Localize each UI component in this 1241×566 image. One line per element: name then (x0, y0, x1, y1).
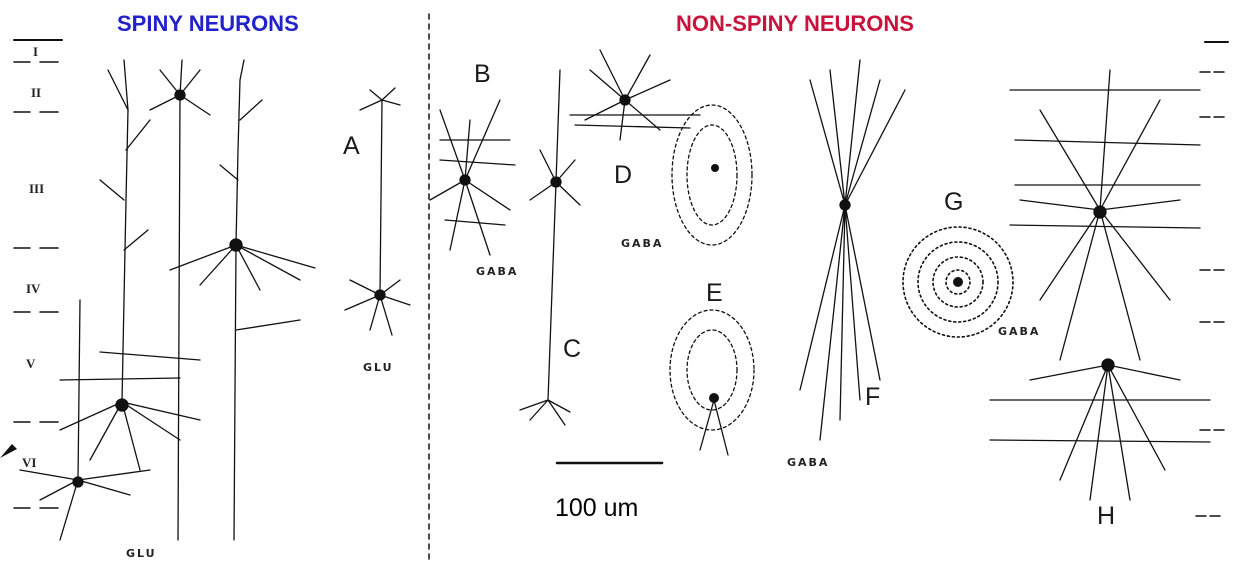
neuron-c (520, 70, 580, 425)
transmitter-gaba-b: GABA (476, 266, 518, 277)
neuron-label-f: F (865, 385, 880, 410)
transmitter-gaba-f: GABA (787, 457, 829, 468)
transmitter-glu-a: GLU (363, 362, 394, 373)
neuron-label-e: E (706, 281, 723, 306)
arrow-pointer-icon (0, 444, 17, 458)
layer-label-iv: IV (26, 282, 40, 295)
non-spiny-neurons-heading: NON-SPINY NEURONS (676, 13, 914, 35)
layer-label-iii: III (29, 182, 44, 195)
neuron-label-h: H (1097, 504, 1115, 529)
neuron-label-d: D (614, 163, 632, 188)
transmitter-gaba-d: GABA (621, 238, 663, 249)
neuron-label-a: A (343, 134, 360, 159)
pyramidal-neuron-layer3 (170, 60, 315, 540)
pyramidal-neuron-layer6 (20, 300, 150, 540)
neuron-b (430, 100, 515, 255)
neuron-a (345, 88, 410, 335)
spiny-neurons-heading: SPINY NEURONS (117, 13, 299, 35)
neuron-h (990, 70, 1210, 500)
right-layer-marks (1196, 42, 1228, 516)
neuron-d (570, 50, 700, 140)
layer-label-v: V (26, 357, 35, 370)
neuron-label-c: C (563, 337, 581, 362)
pyramidal-neuron-layer2 (150, 60, 210, 540)
transmitter-gaba-h: GABA (998, 326, 1040, 337)
layer-label-vi: VI (22, 456, 36, 469)
layer-label-i: I (33, 45, 38, 58)
neuron-g (903, 227, 1013, 337)
layer-label-ii: II (31, 86, 41, 99)
neuron-f (800, 60, 905, 440)
layer-boundary-marks (14, 40, 62, 508)
neuron-label-g: G (944, 190, 963, 215)
neuron-label-b: B (474, 62, 491, 87)
scale-bar-label: 100 um (555, 496, 638, 521)
neuron-e (670, 310, 754, 455)
transmitter-glu-bottom: GLU (126, 548, 157, 559)
neuron-d-cluster (672, 105, 752, 245)
